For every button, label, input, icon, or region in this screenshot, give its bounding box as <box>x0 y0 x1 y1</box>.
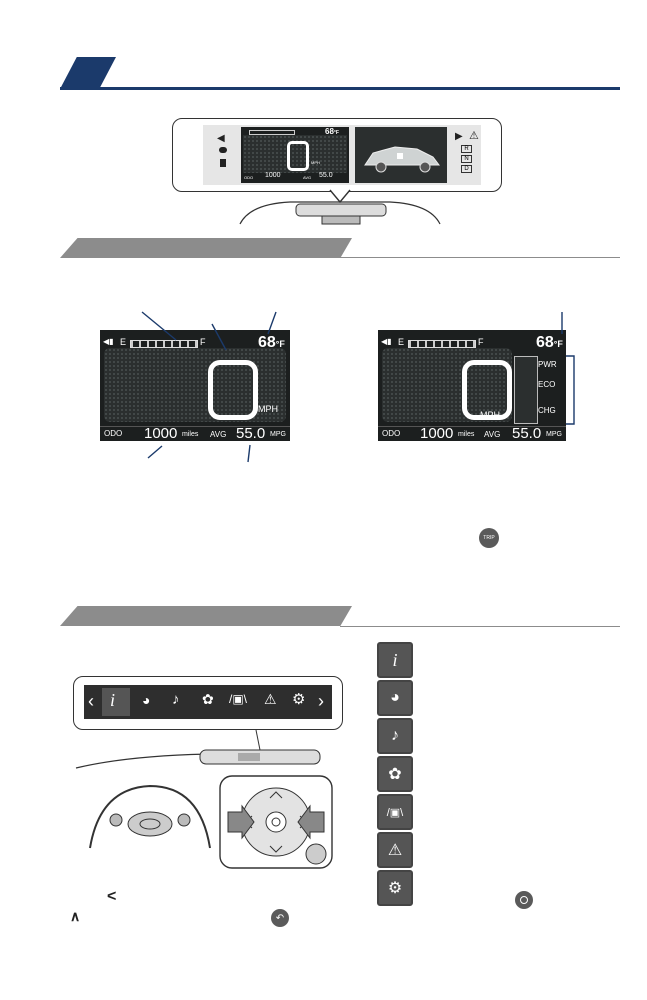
top-avg-value: 55.0 <box>319 172 333 179</box>
speed-unit: MPH <box>258 404 278 414</box>
temp-unit: °F <box>553 339 563 349</box>
cluster-left: ◀▮ E F 68°F MPH ODO 1000 miles AVG 55.0 … <box>100 330 290 441</box>
trip-button-label: TRIP <box>483 535 495 541</box>
fuel-e-label: E <box>120 337 127 347</box>
top-display-illustration: ◀ 68°F MPH ODO 1000 AVG 55.0 ▶ ⚠ R N D <box>172 118 502 192</box>
top-temp: 68 <box>325 127 334 136</box>
warning-icon[interactable]: ⚠ <box>264 691 277 707</box>
menu-chevron-right-icon[interactable]: › <box>318 691 324 711</box>
odo-trim-line <box>378 426 566 427</box>
odo-unit: miles <box>458 431 475 438</box>
gauge-icon: ◕ <box>377 680 413 716</box>
avg-value: 55.0 <box>236 425 266 441</box>
arrow-right-icon: ▶ <box>455 131 463 142</box>
top-odo-label: ODO <box>244 175 254 180</box>
left-chevron-symbol: < <box>107 888 117 905</box>
section1-tab <box>60 238 352 258</box>
section1-rule <box>340 257 620 258</box>
avg-label: AVG <box>210 430 227 439</box>
cluster-left-callouts <box>141 311 277 463</box>
enter-button-icon <box>515 891 533 909</box>
menu-bar-frame: ‹ i ◕ ♪ ✿ /▣\ ⚠ ⚙ › <box>73 676 343 730</box>
energy-monitor-screen <box>355 127 447 183</box>
cluster-right: ◀▮ E F 68°F MPH PWR ECO CHG ODO 1000 mil… <box>378 330 566 441</box>
fuel-icon: ◀▮ <box>103 337 114 346</box>
dashboard-sketch <box>239 189 441 225</box>
cluster-right-callouts <box>561 312 575 425</box>
odo-label: ODO <box>104 429 123 438</box>
fuel-f-label: F <box>200 337 206 347</box>
music-icon[interactable]: ♪ <box>172 691 180 708</box>
speed-unit: MPH <box>480 410 500 420</box>
car-graphic-icon <box>364 146 440 173</box>
arrow-left-icon: ◀ <box>217 133 225 144</box>
warning-icon: ⚠ <box>377 832 413 868</box>
steering-wheel-illustration <box>75 729 333 869</box>
gear-n: N <box>461 155 472 163</box>
gear-indicator: R N D <box>461 145 475 173</box>
settings-icon[interactable]: ⚙ <box>292 691 306 708</box>
fuel-e-label: E <box>398 337 405 347</box>
fuel-pump-icon <box>220 159 226 167</box>
info-icon: i <box>377 642 413 678</box>
odo-value: 1000 <box>420 425 454 441</box>
cluster-right-background <box>382 348 512 422</box>
speed-digit <box>208 360 258 420</box>
hybrid-system-indicator <box>514 356 538 424</box>
car-assist-icon: /▣\ <box>377 794 413 830</box>
outside-temp: 68 <box>536 334 554 351</box>
music-icon: ♪ <box>377 718 413 754</box>
menu-selected-highlight <box>102 688 130 716</box>
menu-icon-list: i ◕ ♪ ✿ /▣\ ⚠ ⚙ <box>377 642 413 906</box>
temp-unit: °F <box>275 339 285 349</box>
info-icon[interactable]: i <box>110 690 116 710</box>
header-tab <box>60 57 116 89</box>
warning-triangle-icon: ⚠ <box>469 130 479 142</box>
trip-button[interactable]: TRIP <box>479 528 499 548</box>
headlight-icon <box>219 147 227 153</box>
top-speed-unit: MPH <box>311 160 320 165</box>
hybrid-eco-label: ECO <box>538 380 556 389</box>
avg-value: 55.0 <box>512 425 542 441</box>
seat-icon[interactable]: ✿ <box>202 691 214 707</box>
hybrid-pwr-label: PWR <box>538 360 557 369</box>
fuel-gauge <box>130 340 198 348</box>
gauge-icon[interactable]: ◕ <box>142 692 151 708</box>
outside-temp: 68 <box>258 334 276 351</box>
back-button-icon: ↶ <box>271 909 289 927</box>
fuel-gauge <box>408 340 476 348</box>
odo-trim-line <box>100 426 290 427</box>
odo-label: ODO <box>382 429 401 438</box>
gear-d: D <box>461 165 472 173</box>
menu-chevron-left-icon[interactable]: ‹ <box>88 691 94 711</box>
header-rule <box>60 87 620 90</box>
car-assist-icon[interactable]: /▣\ <box>229 692 248 706</box>
fuel-icon: ◀▮ <box>381 337 392 346</box>
top-odo-value: 1000 <box>265 172 281 179</box>
seat-icon: ✿ <box>377 756 413 792</box>
odo-unit: miles <box>182 431 199 438</box>
top-avg-label: AVG <box>303 175 312 180</box>
fuel-f-label: F <box>478 337 484 347</box>
section2-rule <box>340 626 620 627</box>
avg-unit: MPG <box>270 431 286 438</box>
gear-r: R <box>461 145 472 153</box>
top-speed-box <box>287 141 309 171</box>
section2-tab <box>60 606 352 626</box>
mini-cluster: 68°F MPH ODO 1000 AVG 55.0 <box>241 127 349 183</box>
settings-icon: ⚙ <box>377 870 413 906</box>
avg-label: AVG <box>484 430 501 439</box>
hybrid-chg-label: CHG <box>538 406 556 415</box>
speed-digit <box>462 360 512 420</box>
odo-value: 1000 <box>144 425 178 441</box>
menu-bar: ‹ i ◕ ♪ ✿ /▣\ ⚠ ⚙ › <box>84 685 332 719</box>
avg-unit: MPG <box>546 431 562 438</box>
up-chevron-symbol: ∧ <box>70 908 81 924</box>
